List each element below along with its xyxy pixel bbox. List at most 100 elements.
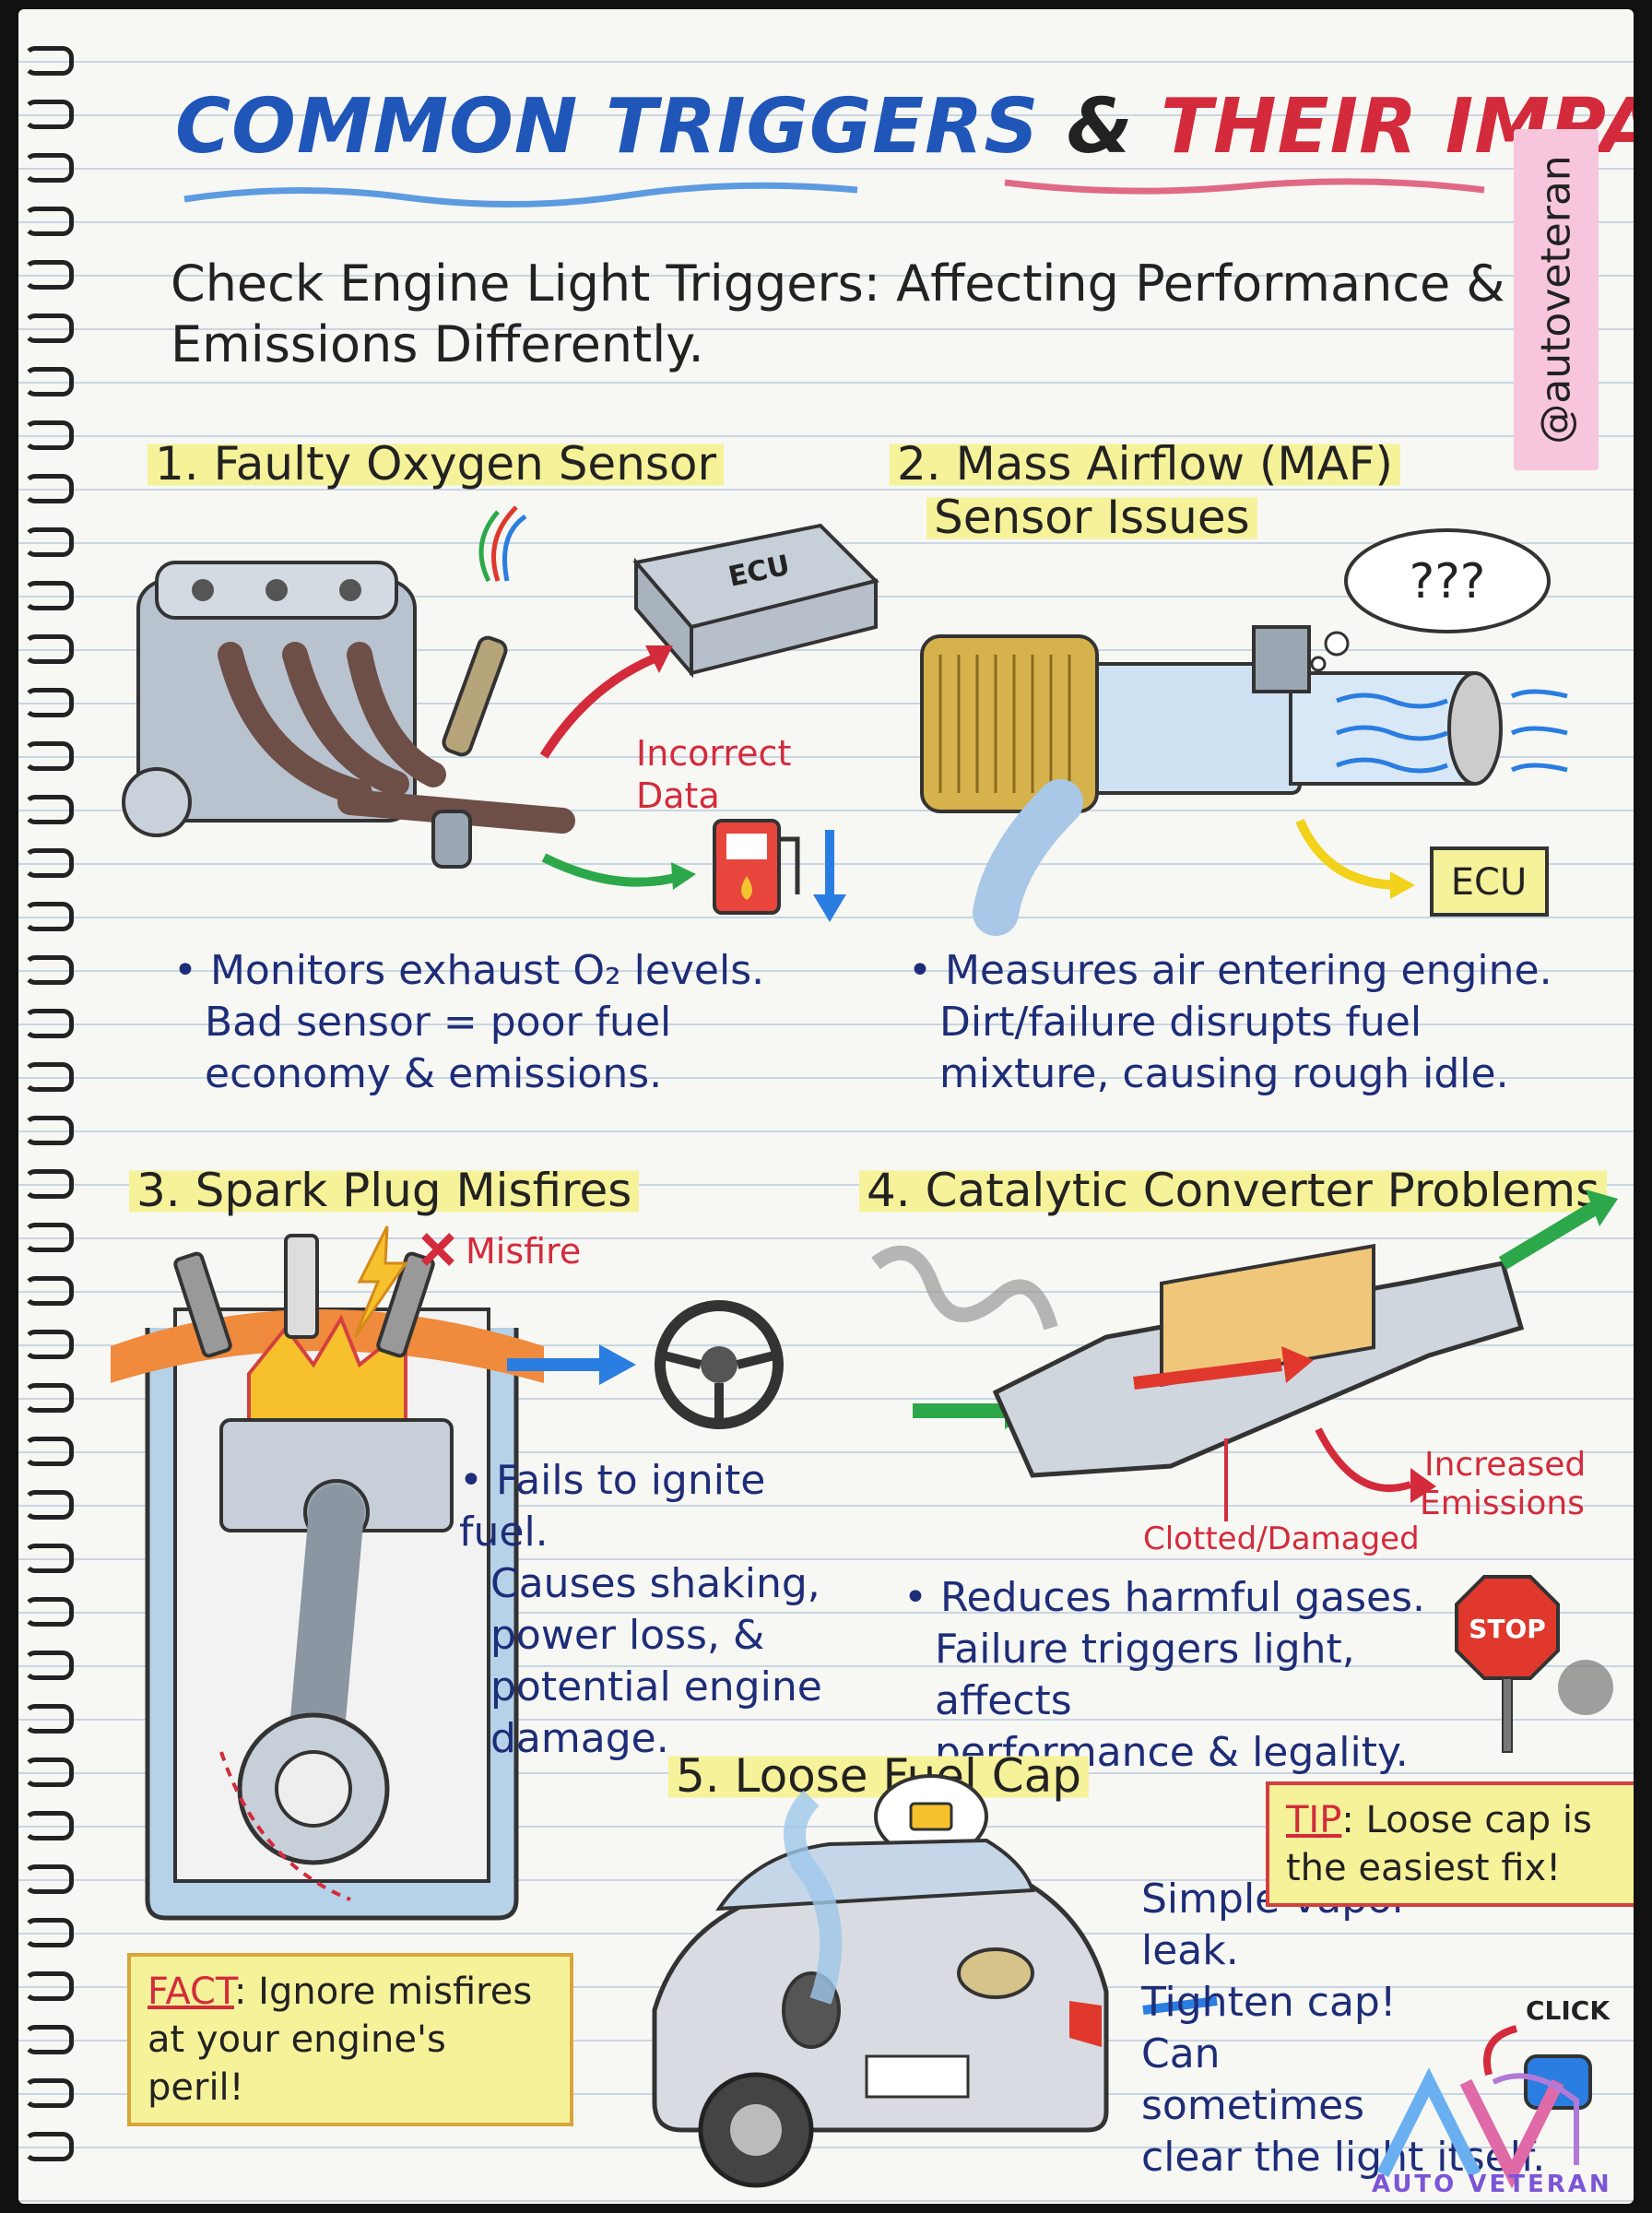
spiral-ring (24, 1864, 74, 1894)
spiral-ring (24, 367, 74, 396)
section-5-line-2: Tighten cap! (1141, 1979, 1397, 2026)
arrow-to-ecu-icon (539, 650, 666, 759)
incorrect-label-1: Incorrect (636, 733, 791, 774)
section-2-desc: • Measures air entering engine. Dirt/fai… (908, 945, 1572, 1100)
spiral-ring (24, 46, 74, 76)
spiral-ring (24, 634, 74, 664)
section-3-line-4: potential engine (490, 1663, 822, 1710)
spark-plug-illustration: Misfire (111, 1225, 784, 1921)
car-fuel-cap-illustration (652, 1774, 1218, 2188)
smoke-puff-icon (1558, 1660, 1613, 1715)
maf-housing-icon (1252, 625, 1311, 693)
spiral-ring (24, 955, 74, 985)
section-1-line-3: economy & emissions. (205, 1050, 663, 1097)
click-label: CLICK (1526, 1995, 1611, 2026)
notebook-page: COMMON TRIGGERS & THEIR IMPACT Check Eng… (18, 9, 1634, 2204)
spiral-ring (24, 1437, 74, 1466)
spiral-ring (24, 1330, 74, 1359)
page-title: COMMON TRIGGERS & THEIR IMPACT (175, 83, 1634, 171)
title-ampersand: & (1066, 83, 1134, 171)
spiral-ring (24, 741, 74, 771)
spiral-ring (24, 1651, 74, 1680)
spark-plug-icon (284, 1234, 319, 1339)
spiral-ring (24, 260, 74, 290)
license-plate-icon (865, 2054, 970, 2099)
section-2-line-1: • Measures air entering engine. (908, 947, 1552, 994)
arrow-to-text-icon (1142, 1996, 1218, 2015)
spiral-ring (24, 1918, 74, 1947)
increased-label-1: Increased (1424, 1446, 1586, 1484)
spiral-ring (24, 1009, 74, 1038)
tip-note: TIP: Loose cap is the easiest fix! (1266, 1781, 1634, 1907)
spiral-ring (24, 314, 74, 343)
spiral-ring (24, 581, 74, 610)
spiral-ring (24, 1223, 74, 1252)
spiral-ring (24, 1062, 74, 1092)
spiral-ring (24, 1597, 74, 1627)
spiral-ring (24, 527, 74, 557)
fact-text-1: : Ignore misfires (233, 1970, 533, 2013)
spiral-ring (24, 1116, 74, 1145)
ecu-box-icon: ECU (632, 523, 879, 679)
spiral-ring (24, 2025, 74, 2054)
tail-light-icon (1069, 2001, 1102, 2047)
section-3-line-1: • Fails to ignite fuel. (459, 1457, 766, 1556)
section-1-heading: 1. Faulty Oxygen Sensor (148, 435, 725, 492)
section-4-desc: • Reduces harmful gases. Failure trigger… (903, 1572, 1457, 1779)
section-3-line-3: power loss, & (490, 1612, 765, 1659)
section-5-heading: 5. Loose Fuel Cap (668, 1747, 1090, 1805)
page-subtitle: Check Engine Light Triggers: Affecting P… (171, 254, 1505, 373)
spiral-ring (24, 1169, 74, 1199)
spiral-ring (24, 474, 74, 503)
spark-bolt-icon (353, 1225, 408, 1338)
section-4-heading: 4. Catalytic Converter Problems (859, 1162, 1608, 1219)
spiral-ring (24, 688, 74, 717)
tip-text-2: the easiest fix! (1286, 1847, 1562, 1889)
ecu-label-2: ECU (1451, 861, 1527, 904)
section-4-line-1: • Reduces harmful gases. (903, 1574, 1426, 1621)
ecu-box-2-icon (1430, 846, 1549, 917)
section-1-desc: • Monitors exhaust O₂ levels. Bad sensor… (173, 945, 819, 1100)
click-cap-illustration: CLICK (1483, 1995, 1611, 2110)
social-handle: @autoveteran (1532, 155, 1580, 444)
spiral-ring (24, 420, 74, 450)
oxygen-sensor-illustration: ECU Incorrect Data (122, 505, 879, 922)
section-3-desc: • Fails to ignite fuel. Causes shaking, … (459, 1455, 846, 1765)
spiral-ring (24, 1276, 74, 1306)
spiral-ring (24, 207, 74, 236)
section-2-line-3: mixture, causing rough idle. (939, 1050, 1509, 1097)
spiral-ring (24, 100, 74, 129)
section-1-line-1: • Monitors exhaust O₂ levels. (173, 947, 765, 994)
catalytic-converter-illustration: Increased Emissions Clotted/Damaged (871, 1189, 1618, 1557)
mesh-screen-icon (1447, 671, 1503, 786)
twist-arrow-icon (1483, 2025, 1518, 2076)
spiral-ring (24, 1704, 74, 1734)
o2-sensor-icon (442, 505, 527, 757)
spiral-ring (24, 1544, 74, 1573)
pipe-clamp-icon (431, 810, 472, 869)
title-part-1: COMMON TRIGGERS (175, 83, 1040, 171)
emissions-arrow-icon (1315, 1427, 1412, 1492)
misfire-label: Misfire (466, 1231, 581, 1272)
section-3-heading: 3. Spark Plug Misfires (129, 1162, 640, 1219)
thought-question-marks: ??? (1410, 554, 1486, 609)
social-handle-tag: @autoveteran (1514, 129, 1599, 470)
fact-key: FACT (148, 1970, 234, 2013)
tip-key: TIP (1286, 1799, 1342, 1841)
clotted-label: Clotted/Damaged (1143, 1521, 1420, 1557)
spiral-ring (24, 1757, 74, 1787)
outlet-pipe-icon (973, 779, 1083, 936)
section-1-line-2: Bad sensor = poor fuel (205, 999, 672, 1046)
maf-sensor-illustration: ??? ECU (920, 528, 1568, 936)
section-2-heading-line-1: 2. Mass Airflow (MAF) (890, 435, 1401, 492)
section-2-heading-line-2: Sensor Issues (926, 489, 1257, 546)
spiral-ring (24, 153, 74, 183)
spiral-ring (24, 2078, 74, 2108)
title-underline-red (1004, 178, 1485, 195)
section-3-line-5: damage. (490, 1715, 669, 1762)
section-5-line-3: Can sometimes (1141, 2030, 1365, 2129)
stop-sign-illustration: STOP (1455, 1575, 1613, 1753)
misfire-x-icon (421, 1233, 454, 1266)
fuel-cap-icon (957, 1947, 1034, 1999)
outflow-arrow-icon (1498, 1201, 1599, 1270)
